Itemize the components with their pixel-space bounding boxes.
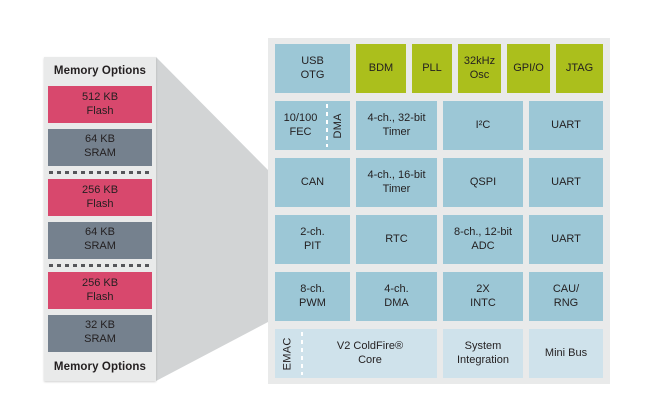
dma-label: DMA: [332, 112, 345, 139]
memory-block-64kb-sram-2: 64 KB SRAM: [48, 221, 152, 259]
block-i2c: I²C: [443, 101, 523, 150]
block-cau-rng: CAU/ RNG: [529, 272, 603, 321]
memory-block-256kb-flash-1: 256 KB Flash: [48, 179, 152, 217]
block-pll: PLL: [412, 44, 452, 93]
block-usb-otg: USB OTG: [275, 44, 350, 93]
block-uart-3: UART: [529, 215, 603, 264]
memory-panel-title-bottom: Memory Options: [53, 360, 147, 373]
block-mini-bus: Mini Bus: [529, 329, 603, 378]
memory-block-512kb-flash: 512 KB Flash: [48, 86, 152, 124]
emac-label: EMAC: [281, 337, 294, 370]
block-intc: 2X INTC: [443, 272, 523, 321]
coldfire-core-label: V2 ColdFire® Core: [336, 339, 404, 366]
block-dma-vertical: DMA: [328, 101, 350, 150]
memory-block-32kb-sram: 32 KB SRAM: [48, 314, 152, 352]
block-fec-label: 10/100 FEC: [283, 111, 318, 138]
block-fec-dma: 10/100 FEC DMA: [275, 101, 350, 150]
fec-dma-dotted-divider: [326, 104, 328, 147]
block-can: CAN: [275, 158, 350, 207]
block-system-integration: System Integration: [443, 329, 523, 378]
soc-row-1: USB OTG BDM PLL 32kHz Osc GPI/O JTAG: [275, 44, 603, 93]
block-rtc: RTC: [356, 215, 437, 264]
block-pwm: 8-ch. PWM: [275, 272, 350, 321]
block-timer-16bit: 4-ch., 16-bit Timer: [356, 158, 437, 207]
soc-row-6: EMAC V2 ColdFire® Core System Integratio…: [275, 329, 603, 378]
block-uart-2: UART: [529, 158, 603, 207]
memory-options-panel: Memory Options 512 KB Flash 64 KB SRAM 2…: [44, 57, 156, 381]
block-dma-4ch: 4-ch. DMA: [356, 272, 437, 321]
block-bdm: BDM: [356, 44, 406, 93]
soc-row-4: 2-ch. PIT RTC 8-ch., 12-bit ADC UART: [275, 215, 603, 264]
block-adc: 8-ch., 12-bit ADC: [443, 215, 523, 264]
block-uart-1: UART: [529, 101, 603, 150]
memory-option-divider-1: [49, 170, 151, 174]
soc-block-panel: USB OTG BDM PLL 32kHz Osc GPI/O JTAG 10/…: [268, 38, 610, 384]
block-emac-coldfire-core: EMAC V2 ColdFire® Core: [275, 329, 437, 378]
emac-core-dotted-divider: [301, 332, 303, 375]
memory-panel-title-top: Memory Options: [53, 65, 147, 77]
block-32khz-osc: 32kHz Osc: [458, 44, 501, 93]
memory-block-256kb-flash-2: 256 KB Flash: [48, 272, 152, 310]
block-pit: 2-ch. PIT: [275, 215, 350, 264]
soc-row-5: 8-ch. PWM 4-ch. DMA 2X INTC CAU/ RNG: [275, 272, 603, 321]
block-timer-32bit: 4-ch., 32-bit Timer: [356, 101, 437, 150]
block-jtag: JTAG: [556, 44, 603, 93]
soc-row-3: CAN 4-ch., 16-bit Timer QSPI UART: [275, 158, 603, 207]
soc-row-2: 10/100 FEC DMA 4-ch., 32-bit Timer I²C U…: [275, 101, 603, 150]
block-qspi: QSPI: [443, 158, 523, 207]
block-emac-vertical: EMAC: [275, 329, 301, 378]
memory-block-64kb-sram-1: 64 KB SRAM: [48, 128, 152, 166]
block-gpio: GPI/O: [507, 44, 550, 93]
memory-option-divider-2: [49, 263, 151, 267]
